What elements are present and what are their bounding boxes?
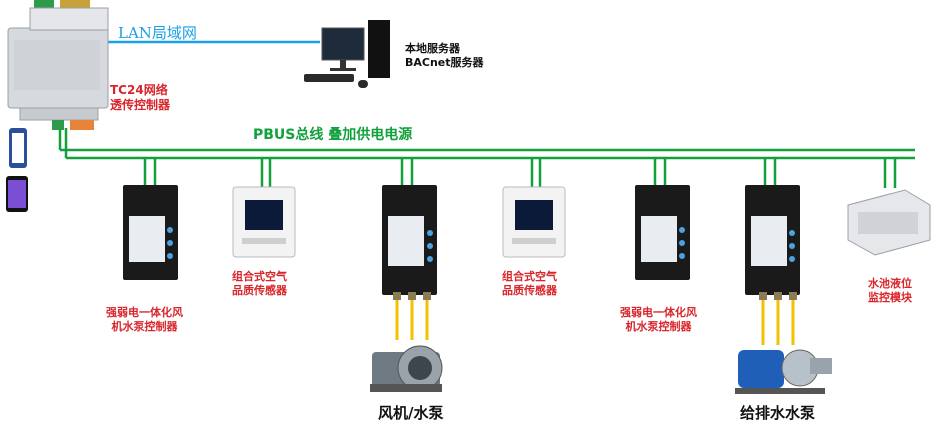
server-label-line2: BACnet服务器 bbox=[405, 55, 484, 69]
pbus-label: PBUS总线 叠加供电电源 bbox=[253, 127, 413, 143]
mobile-app-icon bbox=[6, 128, 28, 212]
device-label-line2: 品质传感器 bbox=[232, 283, 287, 297]
device-label-level-module: 水池液位 监控模块 bbox=[868, 277, 912, 305]
air-sensor-device bbox=[502, 186, 566, 258]
gateway-label-line2: 透传控制器 bbox=[110, 98, 171, 112]
load-label-water-pump: 给排水水泵 bbox=[740, 404, 816, 422]
device-label-sensor-2: 组合式空气 品质传感器 bbox=[502, 270, 557, 298]
device-label-line1: 强弱电一体化风 bbox=[106, 306, 183, 319]
fan-blower-icon bbox=[370, 345, 443, 392]
level-module-device bbox=[847, 189, 931, 256]
device-label-line1: 组合式空气 bbox=[502, 270, 557, 283]
server-computer-icon bbox=[304, 20, 390, 88]
device-label-line2: 机水泵控制器 bbox=[111, 319, 178, 333]
gateway-label-line1: TC24网络 bbox=[110, 83, 168, 97]
tc24-gateway-device bbox=[7, 0, 109, 130]
controller-device bbox=[382, 185, 437, 295]
device-label-line2: 品质传感器 bbox=[502, 283, 557, 297]
controller-device bbox=[123, 185, 178, 280]
water-pump-icon bbox=[735, 349, 832, 394]
controller-device bbox=[745, 185, 800, 295]
lan-label: LAN局域网 bbox=[118, 24, 197, 42]
gateway-label: TC24网络 透传控制器 bbox=[110, 83, 170, 113]
device-label-line1: 组合式空气 bbox=[232, 270, 287, 283]
device-label-sensor-1: 组合式空气 品质传感器 bbox=[232, 270, 287, 298]
server-label-line1: 本地服务器 bbox=[405, 42, 460, 55]
device-label-line2: 监控模块 bbox=[868, 290, 912, 304]
power-wires bbox=[395, 298, 795, 345]
controller-device bbox=[635, 185, 690, 280]
device-label-controller-1: 强弱电一体化风 机水泵控制器 bbox=[106, 306, 183, 334]
load-label-fan-pump: 风机/水泵 bbox=[378, 404, 444, 422]
pbus-bus bbox=[58, 128, 915, 188]
air-sensor-device bbox=[232, 186, 296, 258]
device-label-controller-2: 强弱电一体化风 机水泵控制器 bbox=[620, 306, 697, 334]
device-label-line1: 水池液位 bbox=[868, 277, 912, 290]
device-label-line2: 机水泵控制器 bbox=[625, 319, 692, 333]
server-label: 本地服务器 BACnet服务器 bbox=[405, 42, 484, 70]
device-label-line1: 强弱电一体化风 bbox=[620, 306, 697, 319]
